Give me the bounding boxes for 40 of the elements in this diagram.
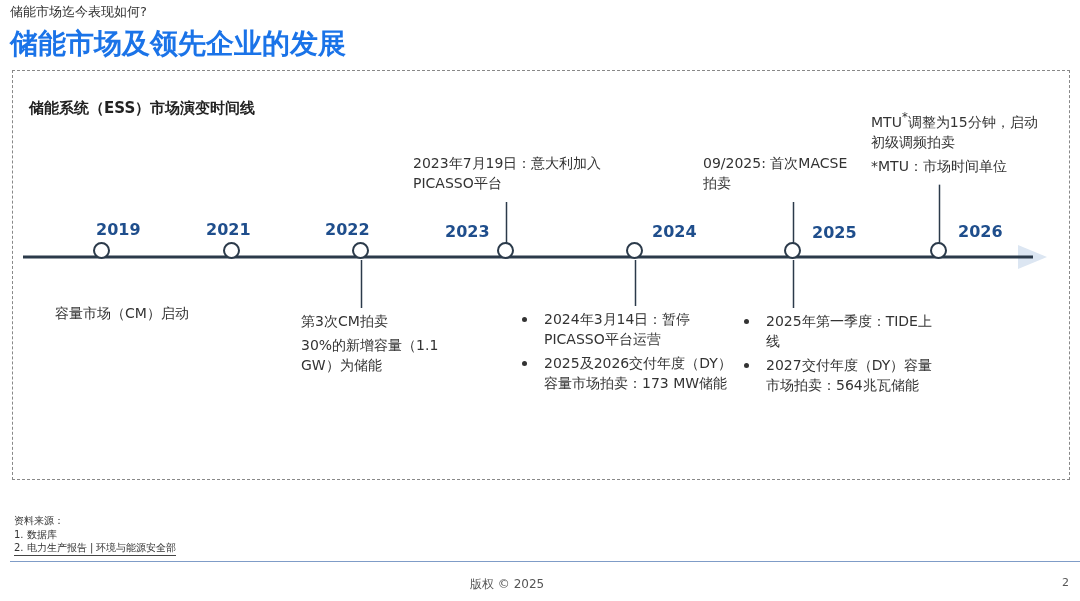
timeline-marker — [352, 242, 369, 259]
event-text: *MTU：市场时间单位 — [871, 156, 1008, 176]
year-label: 2026 — [958, 222, 1003, 241]
source-heading: 资料来源： — [14, 514, 64, 528]
source-note: 2. 电力生产报告 | 环境与能源安全部 — [14, 541, 177, 556]
page-number: 2 — [1062, 576, 1069, 589]
year-label: 2019 — [96, 220, 141, 239]
leader-line — [505, 201, 508, 244]
leader-line — [792, 259, 795, 309]
timeline-marker — [93, 242, 110, 259]
year-label: 2021 — [206, 220, 251, 239]
subtitle: 储能市场迄今表现如何? — [10, 3, 147, 21]
panel-heading: 储能系统（ESS）市场演变时间线 — [29, 99, 256, 118]
leader-line — [634, 259, 637, 307]
bullet-text: 2027交付年度（DY）容量市场拍卖：564兆瓦储能 — [766, 357, 933, 393]
event-text: 30%的新增容量（1.1 GW）为储能 — [301, 336, 440, 375]
bullet-text: 2025及2026交付年度（DY）容量市场拍卖：173 MW储能 — [544, 355, 732, 391]
timeline-marker — [784, 242, 801, 259]
copyright-text: 版权 © 2025 — [470, 576, 545, 593]
event-text: 09/2025: 首次MACSE拍卖 — [703, 153, 853, 197]
leader-line — [938, 183, 941, 244]
page-title: 储能市场及领先企业的发展 — [10, 26, 346, 62]
timeline-marker — [930, 242, 947, 259]
timeline-marker — [223, 242, 240, 259]
bullet-text: 2024年3月14日：暂停PICASSO平台运营 — [544, 311, 691, 347]
bullet-text: 2025年第一季度：TIDE上线 — [766, 313, 932, 349]
year-label: 2025 — [812, 223, 857, 242]
event-text: 容量市场（CM）启动 — [55, 303, 275, 327]
event-text: 2023年7月19日：意大利加入PICASSO平台 — [413, 153, 613, 197]
dashed-panel — [12, 70, 1070, 480]
source-note: 1. 数据库 — [14, 528, 57, 542]
timeline-marker — [626, 242, 643, 259]
event-text: 第3次CM拍卖 — [301, 312, 389, 331]
event-text: MTU$^{*}$调整为15分钟，启动初级调频拍卖 — [871, 109, 1039, 152]
year-label: 2024 — [652, 222, 697, 241]
year-label: 2023 — [445, 222, 490, 241]
leader-line — [360, 259, 363, 309]
timeline-marker — [497, 242, 514, 259]
year-label: 2022 — [325, 220, 370, 239]
leader-line — [792, 201, 795, 244]
